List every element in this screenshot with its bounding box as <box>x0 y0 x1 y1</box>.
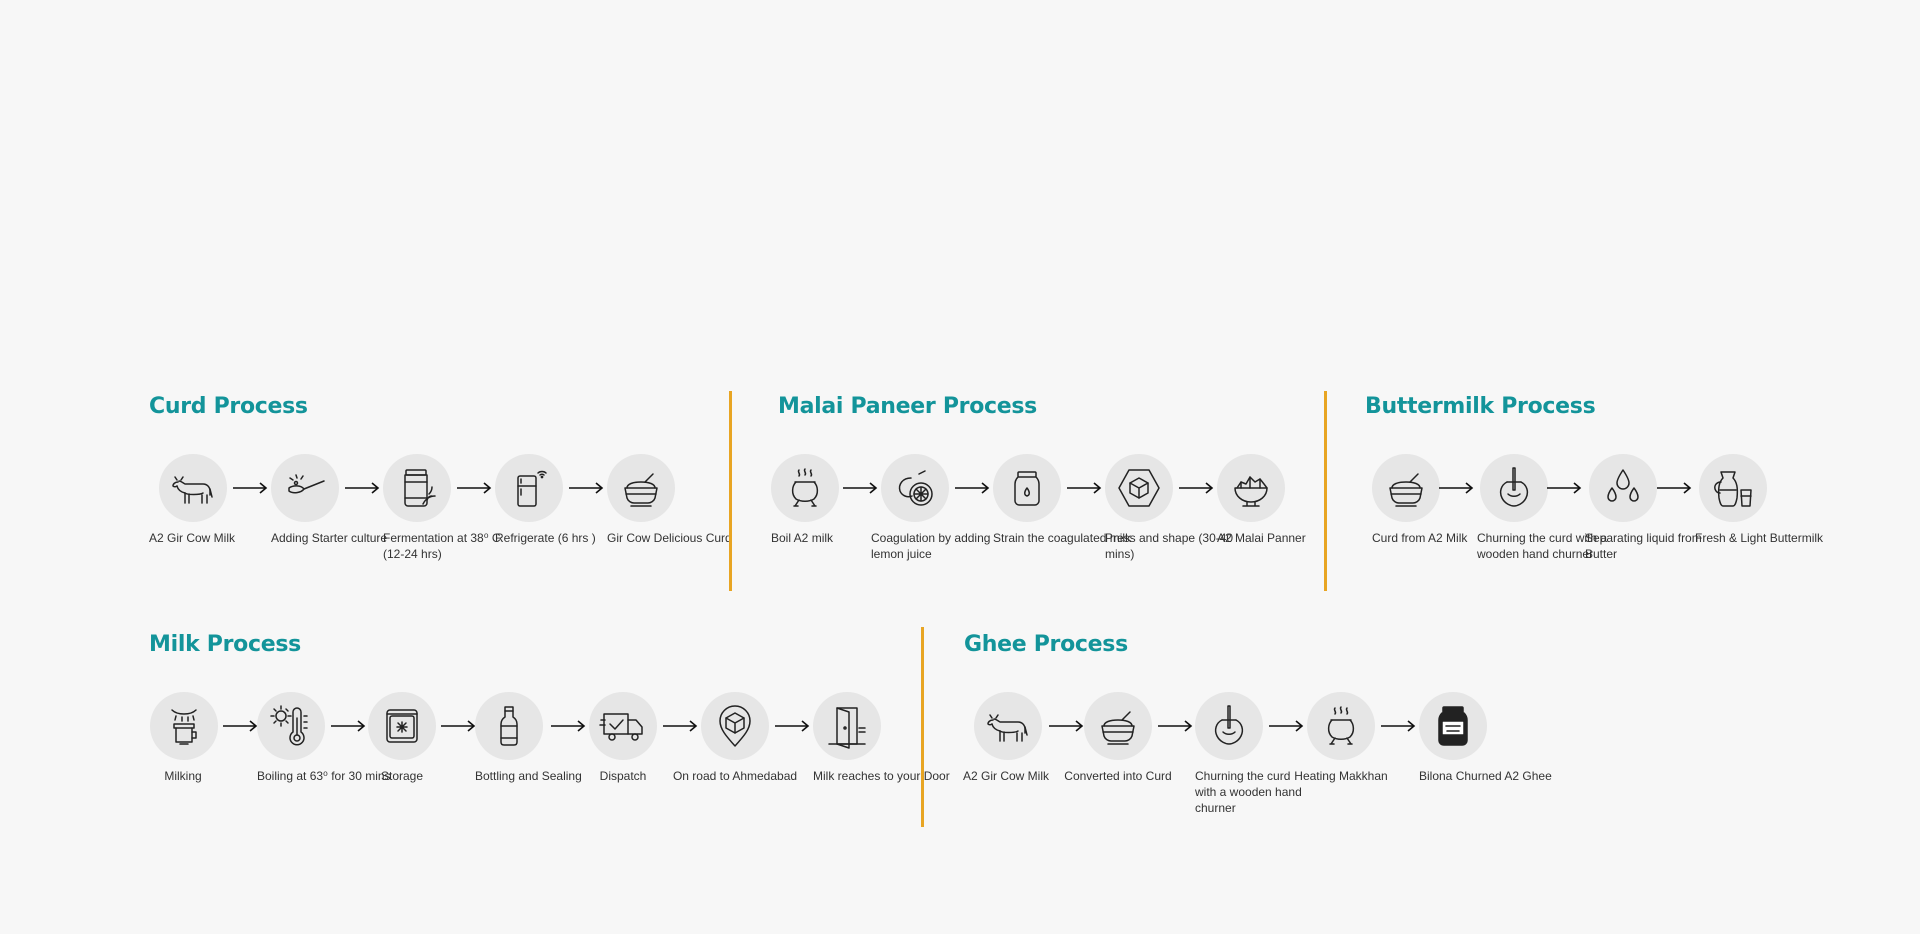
step-label: Fresh & Light Buttermilk <box>1695 531 1824 545</box>
cow-icon <box>974 692 1042 760</box>
section-title-milk: Milk Process <box>149 632 301 657</box>
step-label: Dispatch <box>599 769 647 783</box>
arrow-icon <box>953 480 991 496</box>
curd-bowl-icon <box>607 454 675 522</box>
step-label: Milk reaches to your Door <box>813 769 950 783</box>
buttermilk-process-section: Buttermilk Process Curd from A2 Milk Chu… <box>1365 394 1905 604</box>
arrow-icon <box>1047 718 1085 734</box>
step-label: Storage <box>380 769 424 783</box>
step-label: Milking <box>164 769 202 783</box>
truck-icon <box>589 692 657 760</box>
curd-bowl-icon <box>1084 692 1152 760</box>
step-label: Adding Starter culture <box>271 531 388 545</box>
section-title-paneer: Malai Paneer Process <box>778 394 1037 419</box>
step-label: Strain the coagulated milk <box>993 531 1132 545</box>
arrow-icon <box>841 480 879 496</box>
arrow-icon <box>1655 480 1693 496</box>
section-title-ghee: Ghee Process <box>964 632 1128 657</box>
ghee-process-section: Ghee Process A2 Gir Cow Milk Converted i… <box>963 632 1552 842</box>
step-label: On road to Ahmedabad <box>672 769 798 783</box>
thermometer-icon <box>257 692 325 760</box>
arrow-icon <box>1545 480 1583 496</box>
arrow-icon <box>1379 718 1417 734</box>
pot-icon <box>771 454 839 522</box>
step-label: Converted into Curd <box>1064 769 1172 783</box>
step-label: Separating liquid from Butter <box>1585 531 1702 561</box>
step-label: Boil A2 milk <box>771 531 834 545</box>
divider <box>1324 391 1327 591</box>
ghee-jar-icon <box>1419 692 1487 760</box>
storage-icon <box>368 692 436 760</box>
drops-icon <box>1589 454 1657 522</box>
step-label: Churning the curd with a wooden hand chu… <box>1477 531 1608 561</box>
step-label: Churning the curd with a wooden hand chu… <box>1195 769 1302 815</box>
arrow-icon <box>329 718 367 734</box>
step-label: A2 Malai Panner <box>1217 531 1306 545</box>
step-label: Press and shape (30-40 mins) <box>1105 531 1234 561</box>
arrow-icon <box>1437 480 1475 496</box>
arrow-icon <box>1177 480 1215 496</box>
arrow-icon <box>343 480 381 496</box>
arrow-icon <box>221 718 259 734</box>
curd-bowl-icon <box>1372 454 1440 522</box>
hero-blank-area <box>0 0 1920 380</box>
arrow-icon <box>661 718 699 734</box>
arrow-icon <box>567 480 605 496</box>
divider <box>729 391 732 591</box>
step-label: Gir Cow Delicious Curd <box>607 531 732 545</box>
cow-icon <box>159 454 227 522</box>
paneer-process-section: Malai Paneer Process Boil A2 milk Coagul… <box>771 394 1331 584</box>
churner-icon <box>1480 454 1548 522</box>
lemon-icon <box>881 454 949 522</box>
arrow-icon <box>773 718 811 734</box>
step-label: Coagulation by adding lemon juice <box>871 531 991 561</box>
jar-icon <box>383 454 451 522</box>
step-label: A2 Gir Cow Milk <box>963 769 1050 783</box>
bottle-icon <box>475 692 543 760</box>
spoon-icon <box>271 454 339 522</box>
step-label: A2 Gir Cow Milk <box>149 531 236 545</box>
step-label: Fermentation at 38⁰ C (12-24 hrs) <box>383 531 501 561</box>
section-title-curd: Curd Process <box>149 394 308 419</box>
door-icon <box>813 692 881 760</box>
arrow-icon <box>1065 480 1103 496</box>
divider <box>921 627 924 827</box>
arrow-icon <box>1156 718 1194 734</box>
step-label: Bottling and Sealing <box>475 769 582 783</box>
milk-process-section: Milk Process Milking Boiling at 63⁰ for … <box>149 632 950 822</box>
arrow-icon <box>439 718 477 734</box>
churner-icon <box>1195 692 1263 760</box>
milking-icon <box>150 692 218 760</box>
paneer-bowl-icon <box>1217 454 1285 522</box>
arrow-icon <box>549 718 587 734</box>
fridge-icon <box>495 454 563 522</box>
strainer-icon <box>993 454 1061 522</box>
step-label: Heating Makkhan <box>1294 769 1388 783</box>
section-title-buttermilk: Buttermilk Process <box>1365 394 1596 419</box>
step-label: Bilona Churned A2 Ghee <box>1419 769 1552 783</box>
arrow-icon <box>231 480 269 496</box>
cube-icon <box>1105 454 1173 522</box>
curd-process-section: Curd Process A2 Gir Cow Milk Adding Star… <box>149 394 732 584</box>
pot-icon <box>1307 692 1375 760</box>
arrow-icon <box>455 480 493 496</box>
step-label: Curd from A2 Milk <box>1372 531 1468 545</box>
arrow-icon <box>1267 718 1305 734</box>
location-icon <box>701 692 769 760</box>
step-label: Refrigerate (6 hrs ) <box>495 531 596 545</box>
step-label: Boiling at 63⁰ for 30 mins <box>257 769 391 783</box>
jug-icon <box>1699 454 1767 522</box>
